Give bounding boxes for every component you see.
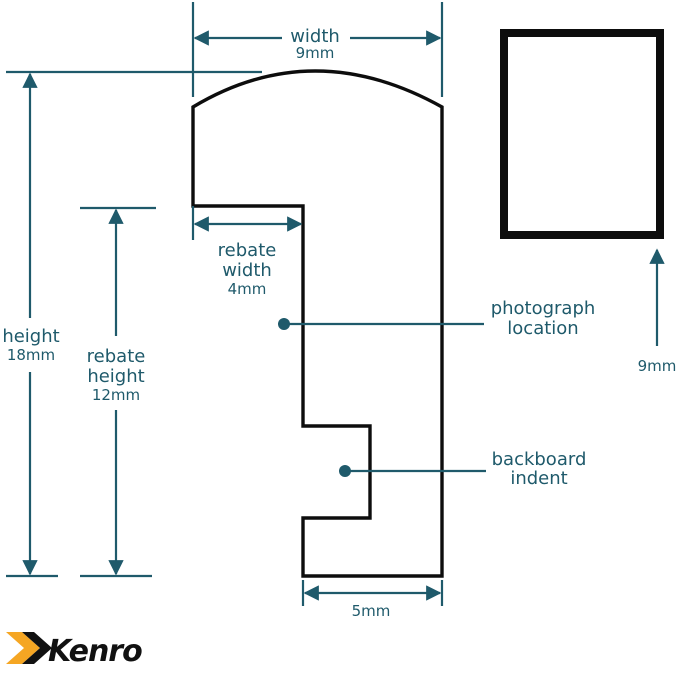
backboard-label-line2: indent xyxy=(510,468,567,489)
rebate-height-label-line1: rebate xyxy=(87,346,146,367)
side-depth-value: 9mm xyxy=(638,357,677,375)
backboard-label-line1: backboard xyxy=(492,449,587,470)
bottom-width-dimension: 5mm xyxy=(301,580,444,620)
width-label: width xyxy=(290,26,340,47)
kenro-logo-text: Kenro xyxy=(48,634,142,669)
rebate-width-label-line2: width xyxy=(222,260,272,281)
rebate-width-label-line1: rebate xyxy=(218,240,277,261)
frame-cross-section xyxy=(500,29,664,239)
rebate-width-value: 4mm xyxy=(228,280,267,298)
rebate-height-dimension: rebate height 12mm xyxy=(80,206,156,578)
logo-chevron-icon xyxy=(6,632,40,664)
height-label: height xyxy=(2,326,59,347)
rebate-height-label-line2: height xyxy=(87,366,144,387)
width-value: 9mm xyxy=(296,44,335,62)
width-dimension: width 9mm xyxy=(191,2,444,97)
rebate-width-dimension: rebate width 4mm xyxy=(191,206,303,298)
height-value: 18mm xyxy=(7,346,55,364)
side-depth-dimension: 9mm xyxy=(638,248,677,375)
photograph-location-callout: photograph location xyxy=(278,298,595,339)
height-dimension: height 18mm xyxy=(2,70,262,578)
bottom-width-value: 5mm xyxy=(352,602,391,620)
photograph-label-line2: location xyxy=(507,318,578,339)
backboard-indent-callout: backboard indent xyxy=(339,449,586,489)
kenro-logo: Kenro xyxy=(6,632,143,669)
photograph-label-line1: photograph xyxy=(491,298,596,319)
rebate-height-value: 12mm xyxy=(92,386,140,404)
